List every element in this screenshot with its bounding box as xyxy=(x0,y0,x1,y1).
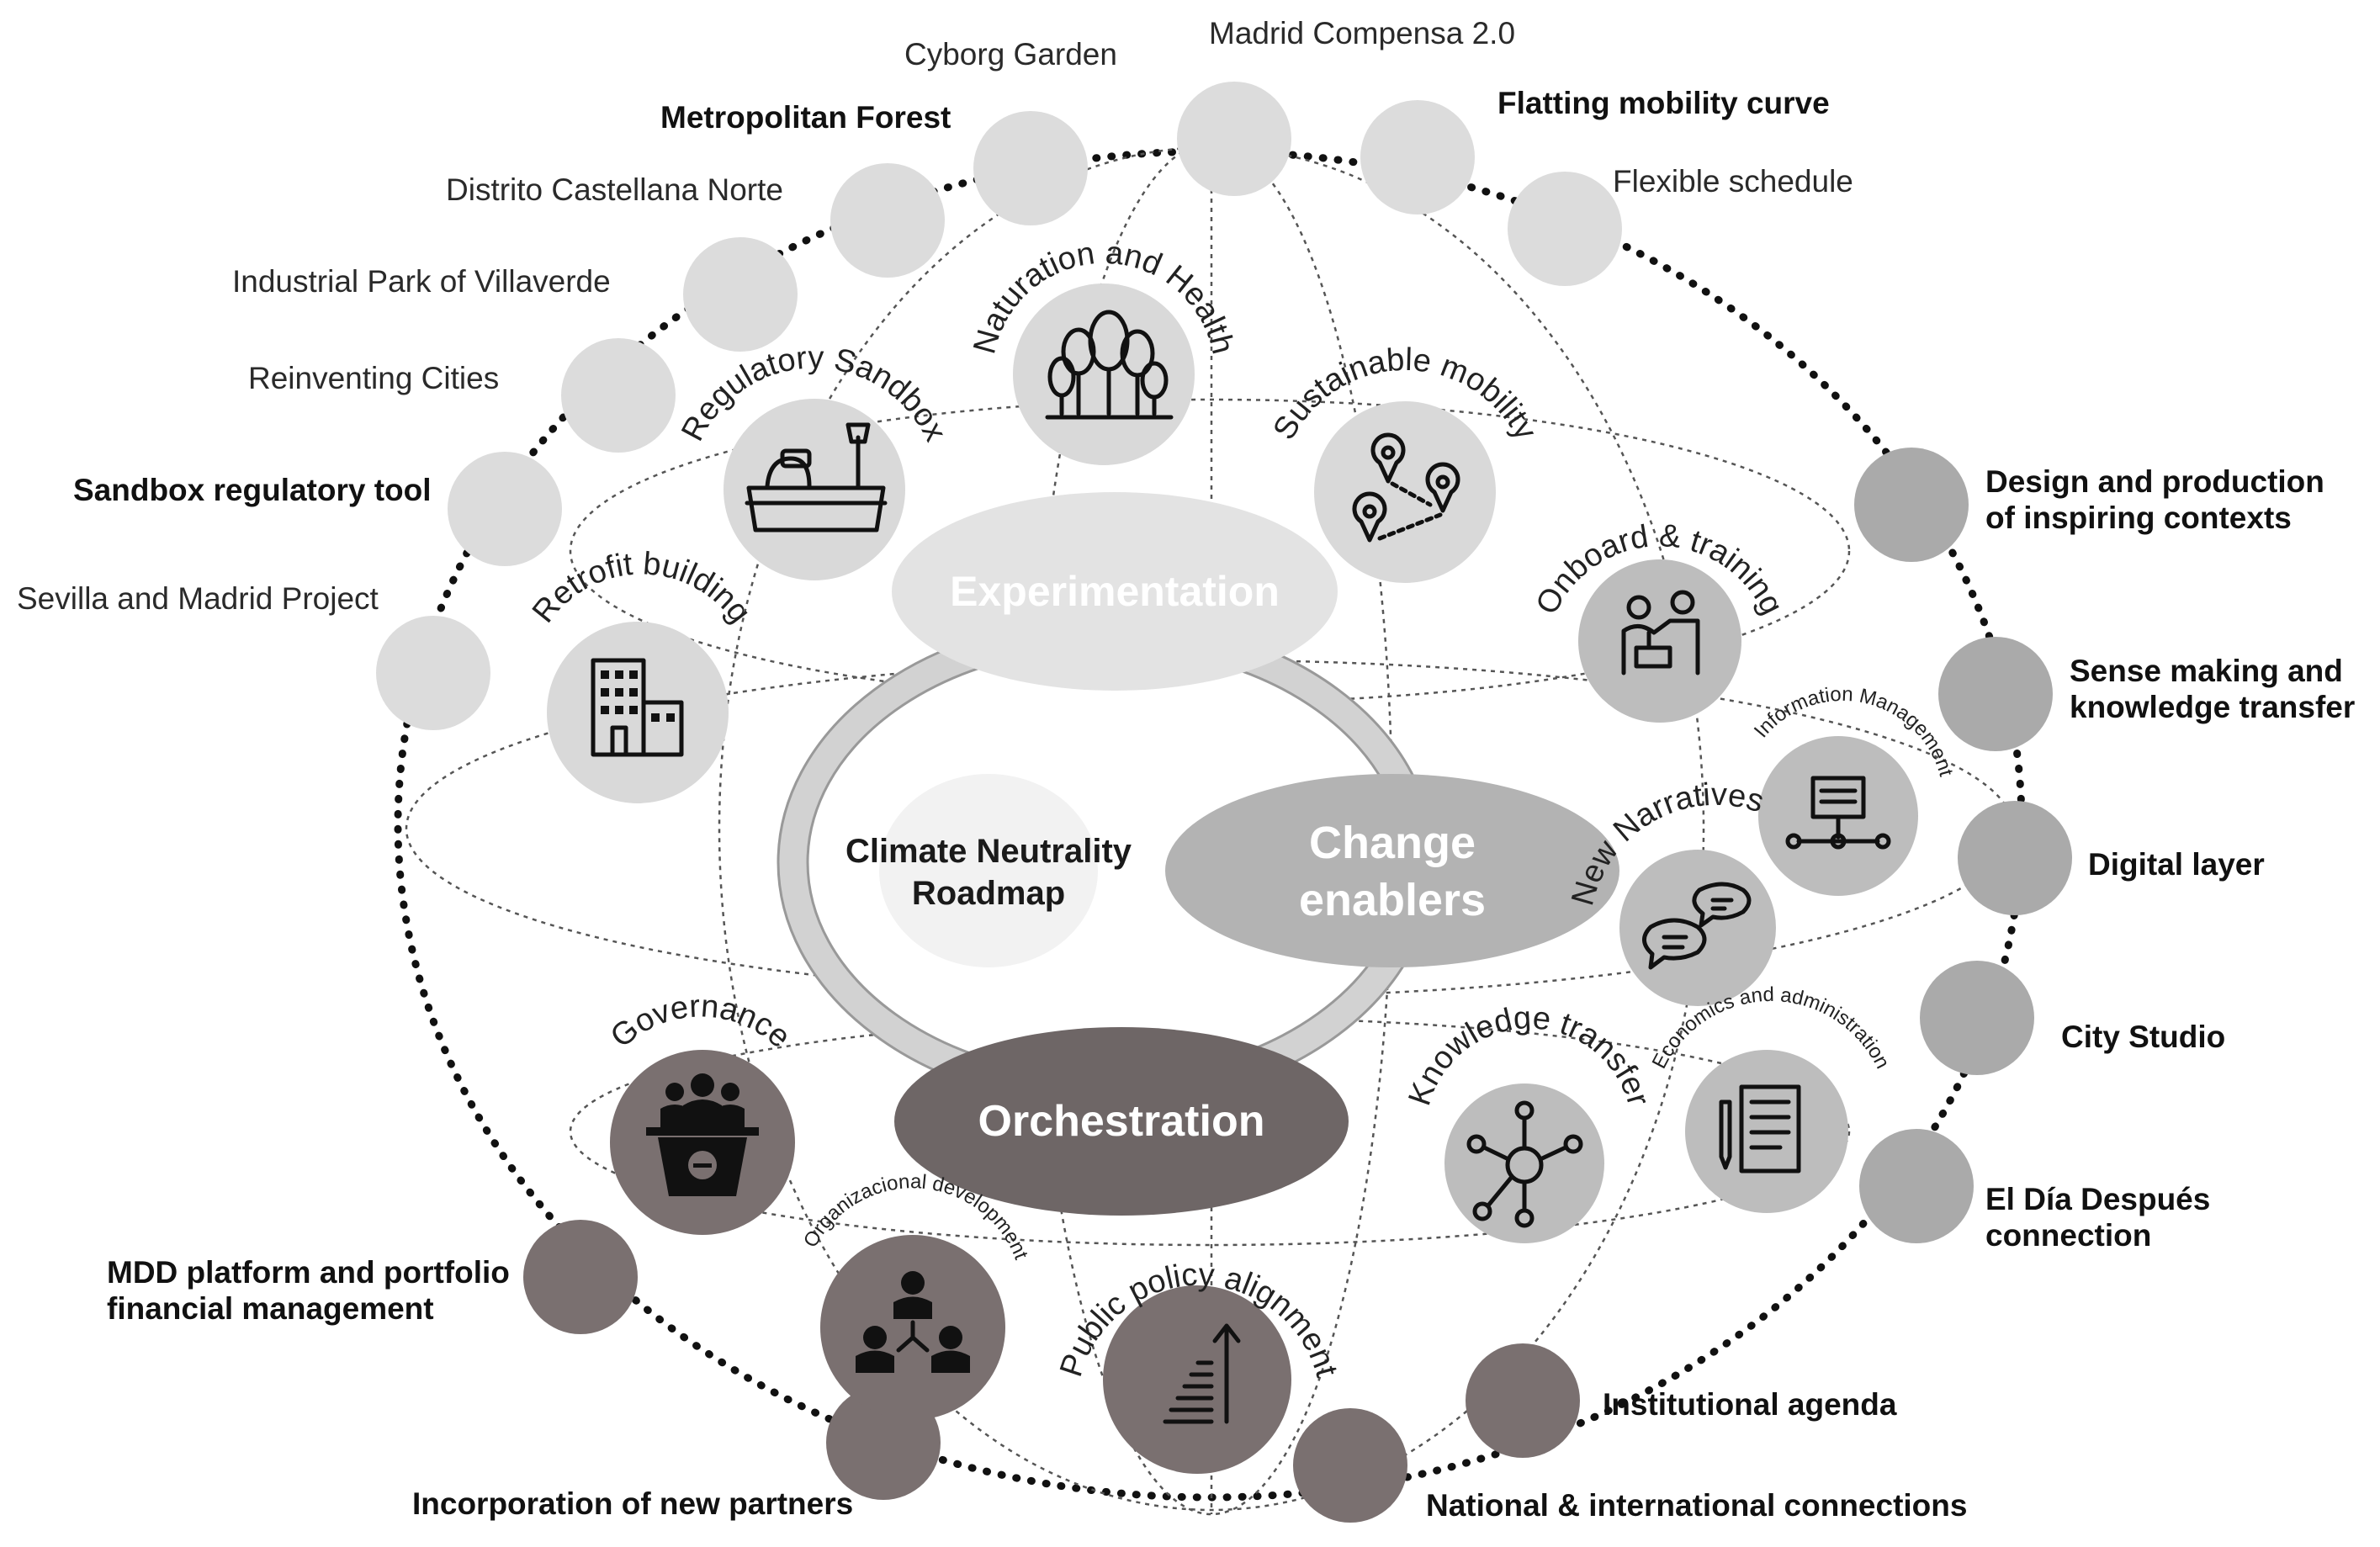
meridian-wide xyxy=(718,146,1705,1512)
arc-label-governance: Governance xyxy=(604,988,797,1055)
node-retrofit-building: Retrofit building xyxy=(526,546,757,803)
outer-label-sevilla-madrid: Sevilla and Madrid Project xyxy=(17,581,379,616)
outer-labels-orchestration: MDD platform and portfolio financial man… xyxy=(107,1255,1967,1523)
building-icon xyxy=(591,658,684,757)
outer-circle-flatting-curve xyxy=(1360,100,1475,215)
outer-label-design-contexts-1: Design and production xyxy=(1985,464,2324,499)
roadmap-line-2: Roadmap xyxy=(912,875,1065,912)
node-naturation: Naturation and Health xyxy=(967,236,1241,465)
forest-icon xyxy=(1045,310,1174,420)
document-pen-icon xyxy=(1719,1084,1801,1173)
outer-label-design-contexts-2: of inspiring contexts xyxy=(1985,501,2292,535)
node-circle-naturation xyxy=(1013,283,1195,465)
outer-circle-flexible-schedule xyxy=(1508,172,1622,286)
outer-label-sense-making-2: knowledge transfer xyxy=(2070,690,2355,724)
outer-label-castellana: Distrito Castellana Norte xyxy=(446,172,783,207)
change-enablers-core: Change enablers xyxy=(1165,774,1619,967)
outer-label-sense-making-1: Sense making and xyxy=(2070,654,2343,688)
outer-circle-villaverde xyxy=(561,338,676,453)
node-information-management: Information Management xyxy=(1750,683,1958,896)
outer-circle-sense-making xyxy=(1938,637,2053,751)
outer-circle-sandbox-tool xyxy=(448,452,562,566)
sandbox-icon xyxy=(745,422,888,532)
outer-label-digital-layer: Digital layer xyxy=(2088,847,2265,882)
training-icon xyxy=(1621,590,1700,675)
roadmap-circle xyxy=(879,774,1098,967)
node-organizational-development: Organizacional development xyxy=(799,1170,1032,1420)
hub-network-icon xyxy=(1466,1100,1583,1228)
outer-label-mdd-platform-1: MDD platform and portfolio xyxy=(107,1255,510,1290)
stairs-arrow-icon xyxy=(1163,1323,1241,1424)
orchestration-label: Orchestration xyxy=(978,1097,1265,1146)
outer-circle-digital-layer xyxy=(1958,801,2072,915)
outer-circle-el-dia-despues xyxy=(1859,1129,1974,1243)
node-economics-administration: Economics and administration xyxy=(1648,983,1894,1213)
outer-label-el-dia-despues-1: El Día Después xyxy=(1985,1182,2210,1216)
change-enablers-line-1: Change xyxy=(1309,818,1476,868)
outer-circles xyxy=(376,82,2072,1523)
node-circle-public-policy xyxy=(1103,1285,1291,1474)
outer-label-madrid-compensa: Madrid Compensa 2.0 xyxy=(1209,16,1515,50)
node-circle-knowledge-transfer xyxy=(1444,1083,1604,1243)
outer-circle-design-contexts xyxy=(1854,448,1969,562)
upper-latitude-line xyxy=(569,398,1851,704)
outer-label-metropolitan-forest: Metropolitan Forest xyxy=(660,100,951,135)
route-pins-icon xyxy=(1352,432,1460,543)
outer-label-flatting-curve: Flatting mobility curve xyxy=(1497,86,1830,120)
node-new-narratives: New Narratives xyxy=(1565,777,1776,1006)
lower-latitude-line xyxy=(569,1016,1851,1247)
outer-label-reinventing-cities: Reinventing Cities xyxy=(248,361,499,395)
orchestration-ellipse xyxy=(894,1027,1349,1216)
outer-label-new-partners: Incorporation of new partners xyxy=(412,1486,853,1521)
outer-label-national-connections: National & international connections xyxy=(1426,1488,1967,1523)
outer-label-el-dia-despues-2: connection xyxy=(1985,1218,2151,1253)
node-onboard-training: Onboard & training xyxy=(1529,518,1789,723)
outer-labels-experimentation: Cyborg Garden Madrid Compensa 2.0 Metrop… xyxy=(17,16,1853,616)
network-monitor-icon xyxy=(1785,776,1891,850)
outer-circle-metropolitan-forest xyxy=(830,163,945,278)
node-regulatory-sandbox: Regulatory Sandbox xyxy=(675,340,953,580)
roadmap-line-1: Climate Neutrality xyxy=(845,833,1132,870)
experimentation-core: Experimentation xyxy=(892,492,1338,691)
outer-circle-institutional-agenda xyxy=(1466,1343,1580,1458)
change-enablers-ellipse xyxy=(1165,774,1619,967)
outer-label-flexible-schedule: Flexible schedule xyxy=(1613,164,1853,199)
podium-icon xyxy=(646,1073,759,1196)
outer-circle-national-connections xyxy=(1293,1408,1407,1523)
core-ring: Climate Neutrality Roadmap xyxy=(777,617,1436,1108)
outer-circle-madrid-compensa xyxy=(1177,82,1291,196)
outer-label-villaverde: Industrial Park of Villaverde xyxy=(232,264,611,299)
outer-label-mdd-platform-2: financial management xyxy=(107,1291,434,1326)
outer-circle-sevilla-madrid xyxy=(376,616,490,730)
orchestration-core: Orchestration xyxy=(894,1027,1349,1216)
change-enablers-line-2: enablers xyxy=(1299,875,1486,925)
outer-label-cyborg-garden: Cyborg Garden xyxy=(904,37,1117,72)
node-governance: Governance xyxy=(604,988,797,1235)
experimentation-ellipse xyxy=(892,492,1338,691)
node-circle-onboard-training xyxy=(1578,559,1741,723)
experimentation-label: Experimentation xyxy=(950,568,1280,615)
outer-circle-castellana xyxy=(683,237,798,352)
outer-labels-enablers: Design and production of inspiring conte… xyxy=(1985,464,2355,1253)
node-knowledge-transfer: Knowledge transfer xyxy=(1402,1000,1656,1243)
outer-label-city-studio: City Studio xyxy=(2061,1020,2225,1054)
outer-circle-mdd-platform xyxy=(523,1220,638,1334)
outer-circle-cyborg-garden xyxy=(973,111,1088,225)
outer-circle-city-studio xyxy=(1920,961,2034,1075)
chat-bubbles-icon xyxy=(1642,882,1752,970)
arc-label-retrofit-building: Retrofit building xyxy=(526,546,757,629)
outer-label-institutional-agenda: Institutional agenda xyxy=(1603,1387,1897,1422)
org-chart-icon xyxy=(856,1271,970,1373)
outer-label-sandbox-tool: Sandbox regulatory tool xyxy=(73,473,432,507)
